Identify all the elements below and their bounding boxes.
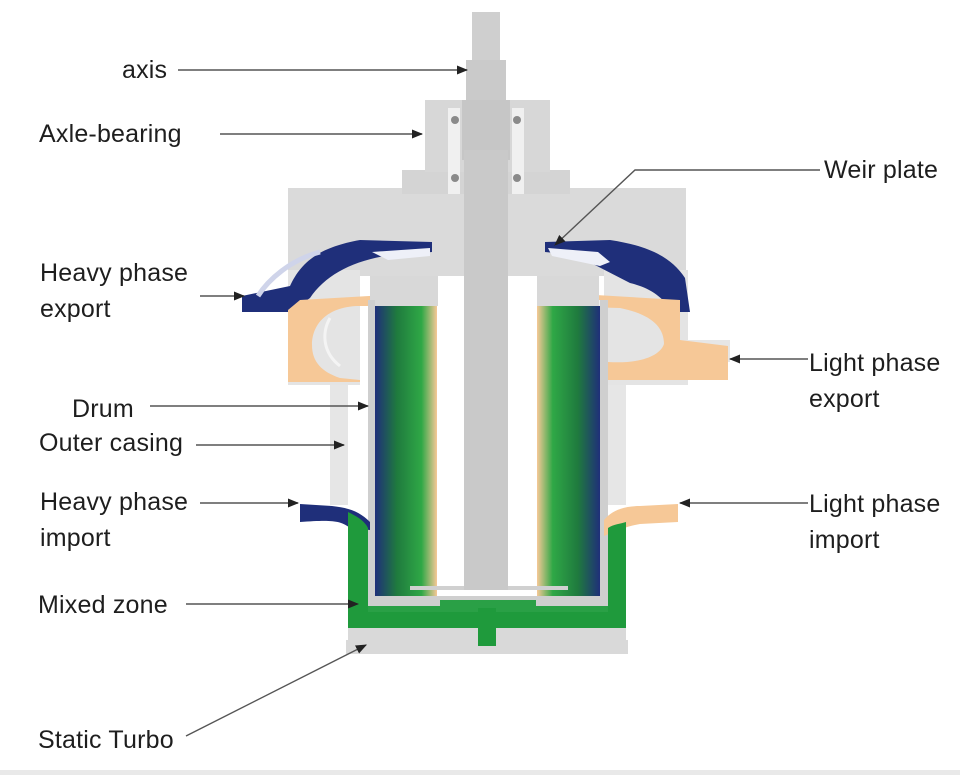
label-axis: axis [122,56,168,84]
label-weir-plate: Weir plate [824,156,939,184]
label-heavy-phase-export: Heavy phase export [40,259,189,324]
label-light-phase-export: Light phase export [809,349,941,414]
leader-static-turbo [185,644,367,737]
label-outer-casing: Outer casing [39,429,184,457]
label-light-phase-import: Light phase import [809,490,941,555]
label-drum: Drum [72,395,134,423]
axis-shaft [448,12,524,590]
label-heavy-phase-import: Heavy phase import [40,488,189,553]
axle-bearing [451,116,521,182]
label-axle-bearing: Axle-bearing [39,120,182,148]
leader-weir-plate [554,169,820,246]
bottom-edge-strip [0,770,960,775]
leader-lines [150,65,820,737]
heavy-phase-export-channel [242,240,690,312]
label-static-turbo: Static Turbo [38,726,174,754]
label-mixed-zone: Mixed zone [38,591,168,619]
light-phase-export-channel [288,292,728,382]
